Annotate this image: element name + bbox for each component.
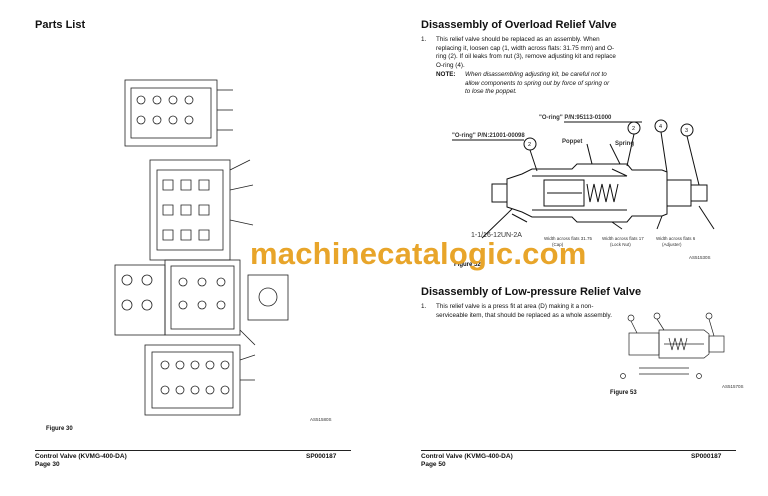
cap-width-label: Width across flats 31.75 bbox=[544, 236, 593, 241]
figure-53-caption: Figure 53 bbox=[610, 390, 637, 396]
right-page: Disassembly of Overload Relief Valve 1. … bbox=[384, 0, 768, 496]
cap-label: (Cap) bbox=[552, 242, 564, 247]
left-page-title: Parts List bbox=[35, 19, 86, 31]
note-label: NOTE: bbox=[436, 71, 456, 78]
section2-step-text: This relief valve is a press fit at area… bbox=[436, 303, 612, 319]
left-footer-manual: Control Valve (KVMG-400-DA) bbox=[35, 453, 127, 460]
oring-left-label: "O-ring" P/N:21001-00098 bbox=[452, 133, 525, 139]
adjuster-width-label: Width across flats 6 bbox=[656, 236, 696, 241]
note-text: When disassembling adjusting kit, be car… bbox=[465, 71, 610, 95]
section2-title: Disassembly of Low-pressure Relief Valve bbox=[421, 286, 642, 298]
figure-53-drawing bbox=[620, 312, 725, 379]
spring-label: Spring bbox=[615, 141, 634, 147]
right-footer-manual: Control Valve (KVMG-400-DA) bbox=[421, 453, 513, 460]
section1-step-number: 1. bbox=[421, 36, 427, 43]
oring-top-label: "O-ring" P/N:95113-01000 bbox=[539, 115, 612, 121]
callout-2-label: 2 bbox=[528, 142, 531, 148]
right-footer-page: Page 50 bbox=[421, 461, 446, 468]
figure-52-code: AS51530S bbox=[689, 255, 711, 260]
figure-53-code: AS51570S bbox=[722, 384, 744, 389]
figure-52-caption: Figure 52 bbox=[454, 262, 481, 268]
callout-3-label: 3 bbox=[685, 128, 688, 134]
nut-label: (Lock Nut) bbox=[610, 242, 631, 247]
watermark-text: machinecatalogic.com bbox=[250, 236, 587, 271]
left-footer-rule bbox=[35, 450, 351, 451]
left-page: Parts List bbox=[35, 19, 351, 468]
callout-4-label: 4 bbox=[659, 124, 662, 130]
left-footer-page: Page 30 bbox=[35, 461, 60, 468]
adjuster-label: (Adjuster) bbox=[662, 242, 682, 247]
left-footer-doc-id: SP000187 bbox=[306, 453, 337, 460]
thread-label: 1-1/16-12UN-2A bbox=[471, 232, 522, 239]
callout-2-top-label: 2 bbox=[632, 126, 635, 132]
poppet-label: Poppet bbox=[562, 139, 583, 145]
parts-list-drawing bbox=[114, 79, 289, 416]
right-footer-doc-id: SP000187 bbox=[691, 453, 722, 460]
nut-width-label: Width across flats 17 bbox=[602, 236, 644, 241]
figure-30-caption: Figure 30 bbox=[46, 426, 73, 432]
right-footer-rule bbox=[421, 450, 736, 451]
figure-52-drawing: 2 4 2 3 bbox=[452, 119, 715, 239]
figure-30-code: AS51580S bbox=[310, 417, 332, 422]
section1-title: Disassembly of Overload Relief Valve bbox=[421, 19, 617, 31]
section1-step-text: This relief valve should be replaced as … bbox=[436, 36, 616, 69]
section2-step-number: 1. bbox=[421, 303, 427, 310]
